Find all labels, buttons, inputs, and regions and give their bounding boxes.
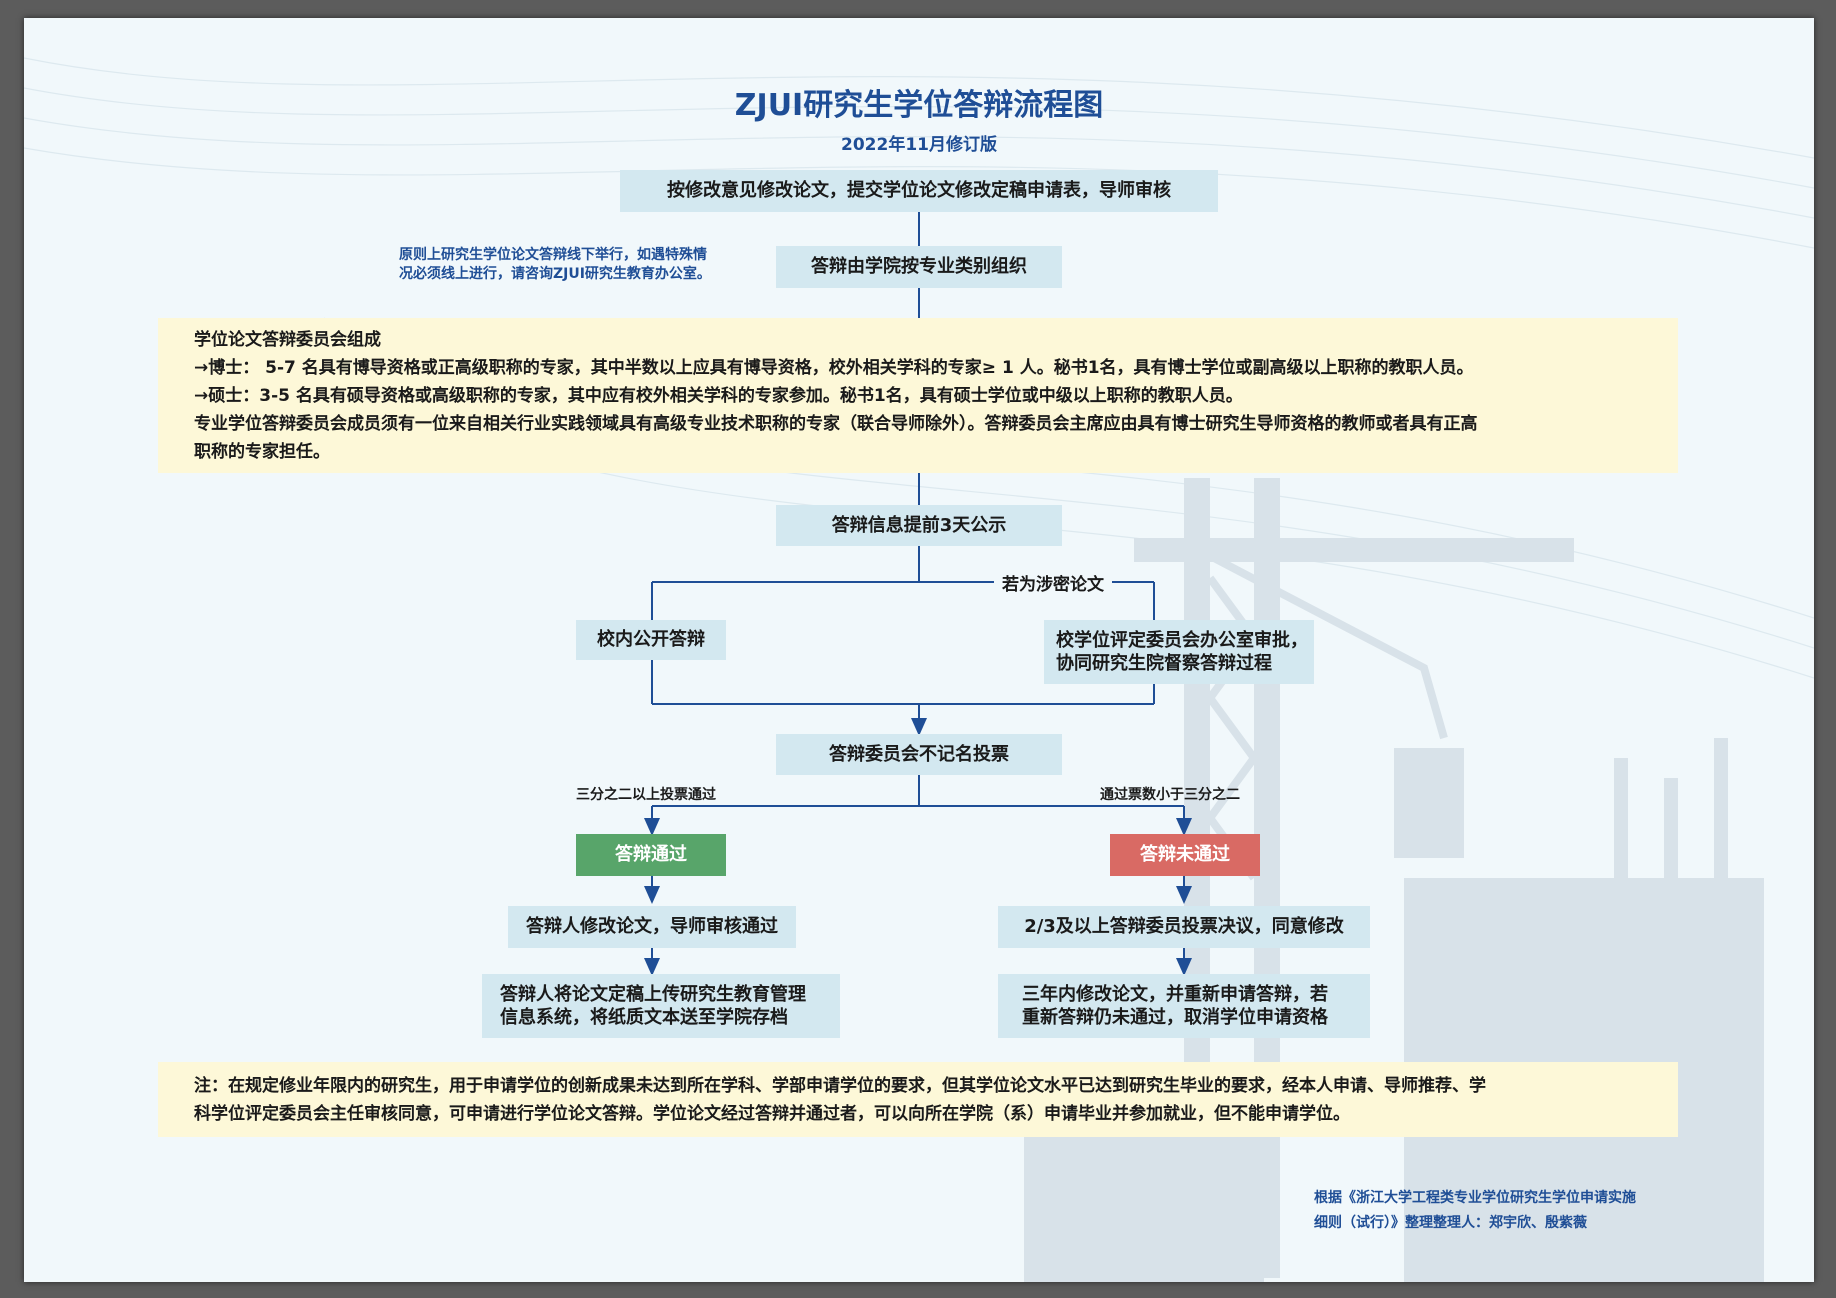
side-note-line: 原则上研究生学位论文答辩线下举行，如遇特殊情 bbox=[399, 247, 707, 263]
step-fail-revise: 2/3及以上答辩委员投票决议，同意修改 bbox=[998, 906, 1370, 948]
fail-retry-line: 三年内修改论文，并重新申请答辩，若 bbox=[1022, 983, 1328, 1005]
confidential-line: 协同研究生院督察答辩过程 bbox=[1056, 653, 1272, 674]
source-line: 细则（试行）》整理整理人：郑宇欣、殷紫薇 bbox=[1314, 1214, 1587, 1231]
page-title: ZJUI研究生学位答辩流程图 bbox=[734, 88, 1104, 123]
committee-professional: 职称的专家担任。 bbox=[194, 442, 330, 463]
page-subtitle: 2022年11月修订版 bbox=[841, 135, 997, 155]
step-revise-submit: 按修改意见修改论文，提交学位论文修改定稿申请表，导师审核 bbox=[620, 170, 1218, 212]
pass-upload-line: 答辩人将论文定稿上传研究生教育管理 bbox=[500, 983, 806, 1005]
flowchart-page: ZJUI研究生学位答辩流程图 2022年11月修订版 按修改意见修改论文，提交学… bbox=[24, 18, 1814, 1282]
pass-upload-line: 信息系统，将纸质文本送至学院存档 bbox=[500, 1007, 788, 1028]
committee-phd: →博士： 5-7 名具有博导资格或正高级职称的专家，其中半数以上应具有博导资格，… bbox=[194, 358, 1474, 379]
footnote-line: 科学位评定委员会主任审核同意，可申请进行学位论文答辩。学位论文经过答辩并通过者，… bbox=[194, 1104, 1350, 1125]
fail-badge: 答辩未通过 bbox=[1110, 834, 1260, 876]
committee-heading: 学位论文答辩委员会组成 bbox=[194, 330, 381, 350]
side-note-line: 况必须线上进行，请咨询ZJUI研究生教育办公室。 bbox=[399, 265, 711, 282]
fail-retry-line: 重新答辩仍未通过，取消学位申请资格 bbox=[1022, 1007, 1328, 1028]
step-pass-upload: 答辩人将论文定稿上传研究生教育管理 信息系统，将纸质文本送至学院存档 bbox=[482, 974, 840, 1038]
footnote-line: 注：在规定修业年限内的研究生，用于申请学位的创新成果未达到所在学科、学部申请学位… bbox=[194, 1076, 1486, 1096]
step-announce: 答辩信息提前3天公示 bbox=[776, 505, 1062, 546]
side-note: 原则上研究生学位论文答辩线下举行，如遇特殊情 况必须线上进行，请咨询ZJUI研究… bbox=[399, 246, 774, 284]
step-public-defense: 校内公开答辩 bbox=[576, 620, 726, 660]
committee-panel: 学位论文答辩委员会组成 →博士： 5-7 名具有博导资格或正高级职称的专家，其中… bbox=[158, 318, 1678, 473]
fail-condition-label: 通过票数小于三分之二 bbox=[1100, 787, 1240, 803]
pass-badge: 答辩通过 bbox=[576, 834, 726, 876]
committee-master: →硕士：3-5 名具有硕导资格或高级职称的专家，其中应有校外相关学科的专家参加。… bbox=[194, 386, 1243, 407]
footnote-panel: 注：在规定修业年限内的研究生，用于申请学位的创新成果未达到所在学科、学部申请学位… bbox=[158, 1062, 1678, 1137]
committee-professional: 专业学位答辩委员会成员须有一位来自相关行业实践领域具有高级专业技术职称的专家（联… bbox=[194, 414, 1478, 435]
step-vote: 答辩委员会不记名投票 bbox=[776, 734, 1062, 775]
source-line: 根据《浙江大学工程类专业学位研究生学位申请实施 bbox=[1314, 1190, 1636, 1206]
confidential-line: 校学位评定委员会办公室审批， bbox=[1056, 629, 1308, 651]
pass-condition-label: 三分之二以上投票通过 bbox=[576, 787, 716, 803]
confidential-label: 若为涉密论文 bbox=[994, 570, 1112, 595]
flow-connectors bbox=[644, 212, 1192, 976]
step-pass-revise: 答辩人修改论文，导师审核通过 bbox=[508, 906, 796, 948]
source-credit: 根据《浙江大学工程类专业学位研究生学位申请实施 细则（试行）》整理整理人：郑宇欣… bbox=[1314, 1186, 1714, 1235]
step-organize: 答辩由学院按专业类别组织 bbox=[776, 246, 1062, 288]
step-confidential: 校学位评定委员会办公室审批， 协同研究生院督察答辩过程 bbox=[1044, 620, 1314, 684]
step-fail-retry: 三年内修改论文，并重新申请答辩，若 重新答辩仍未通过，取消学位申请资格 bbox=[998, 974, 1370, 1038]
